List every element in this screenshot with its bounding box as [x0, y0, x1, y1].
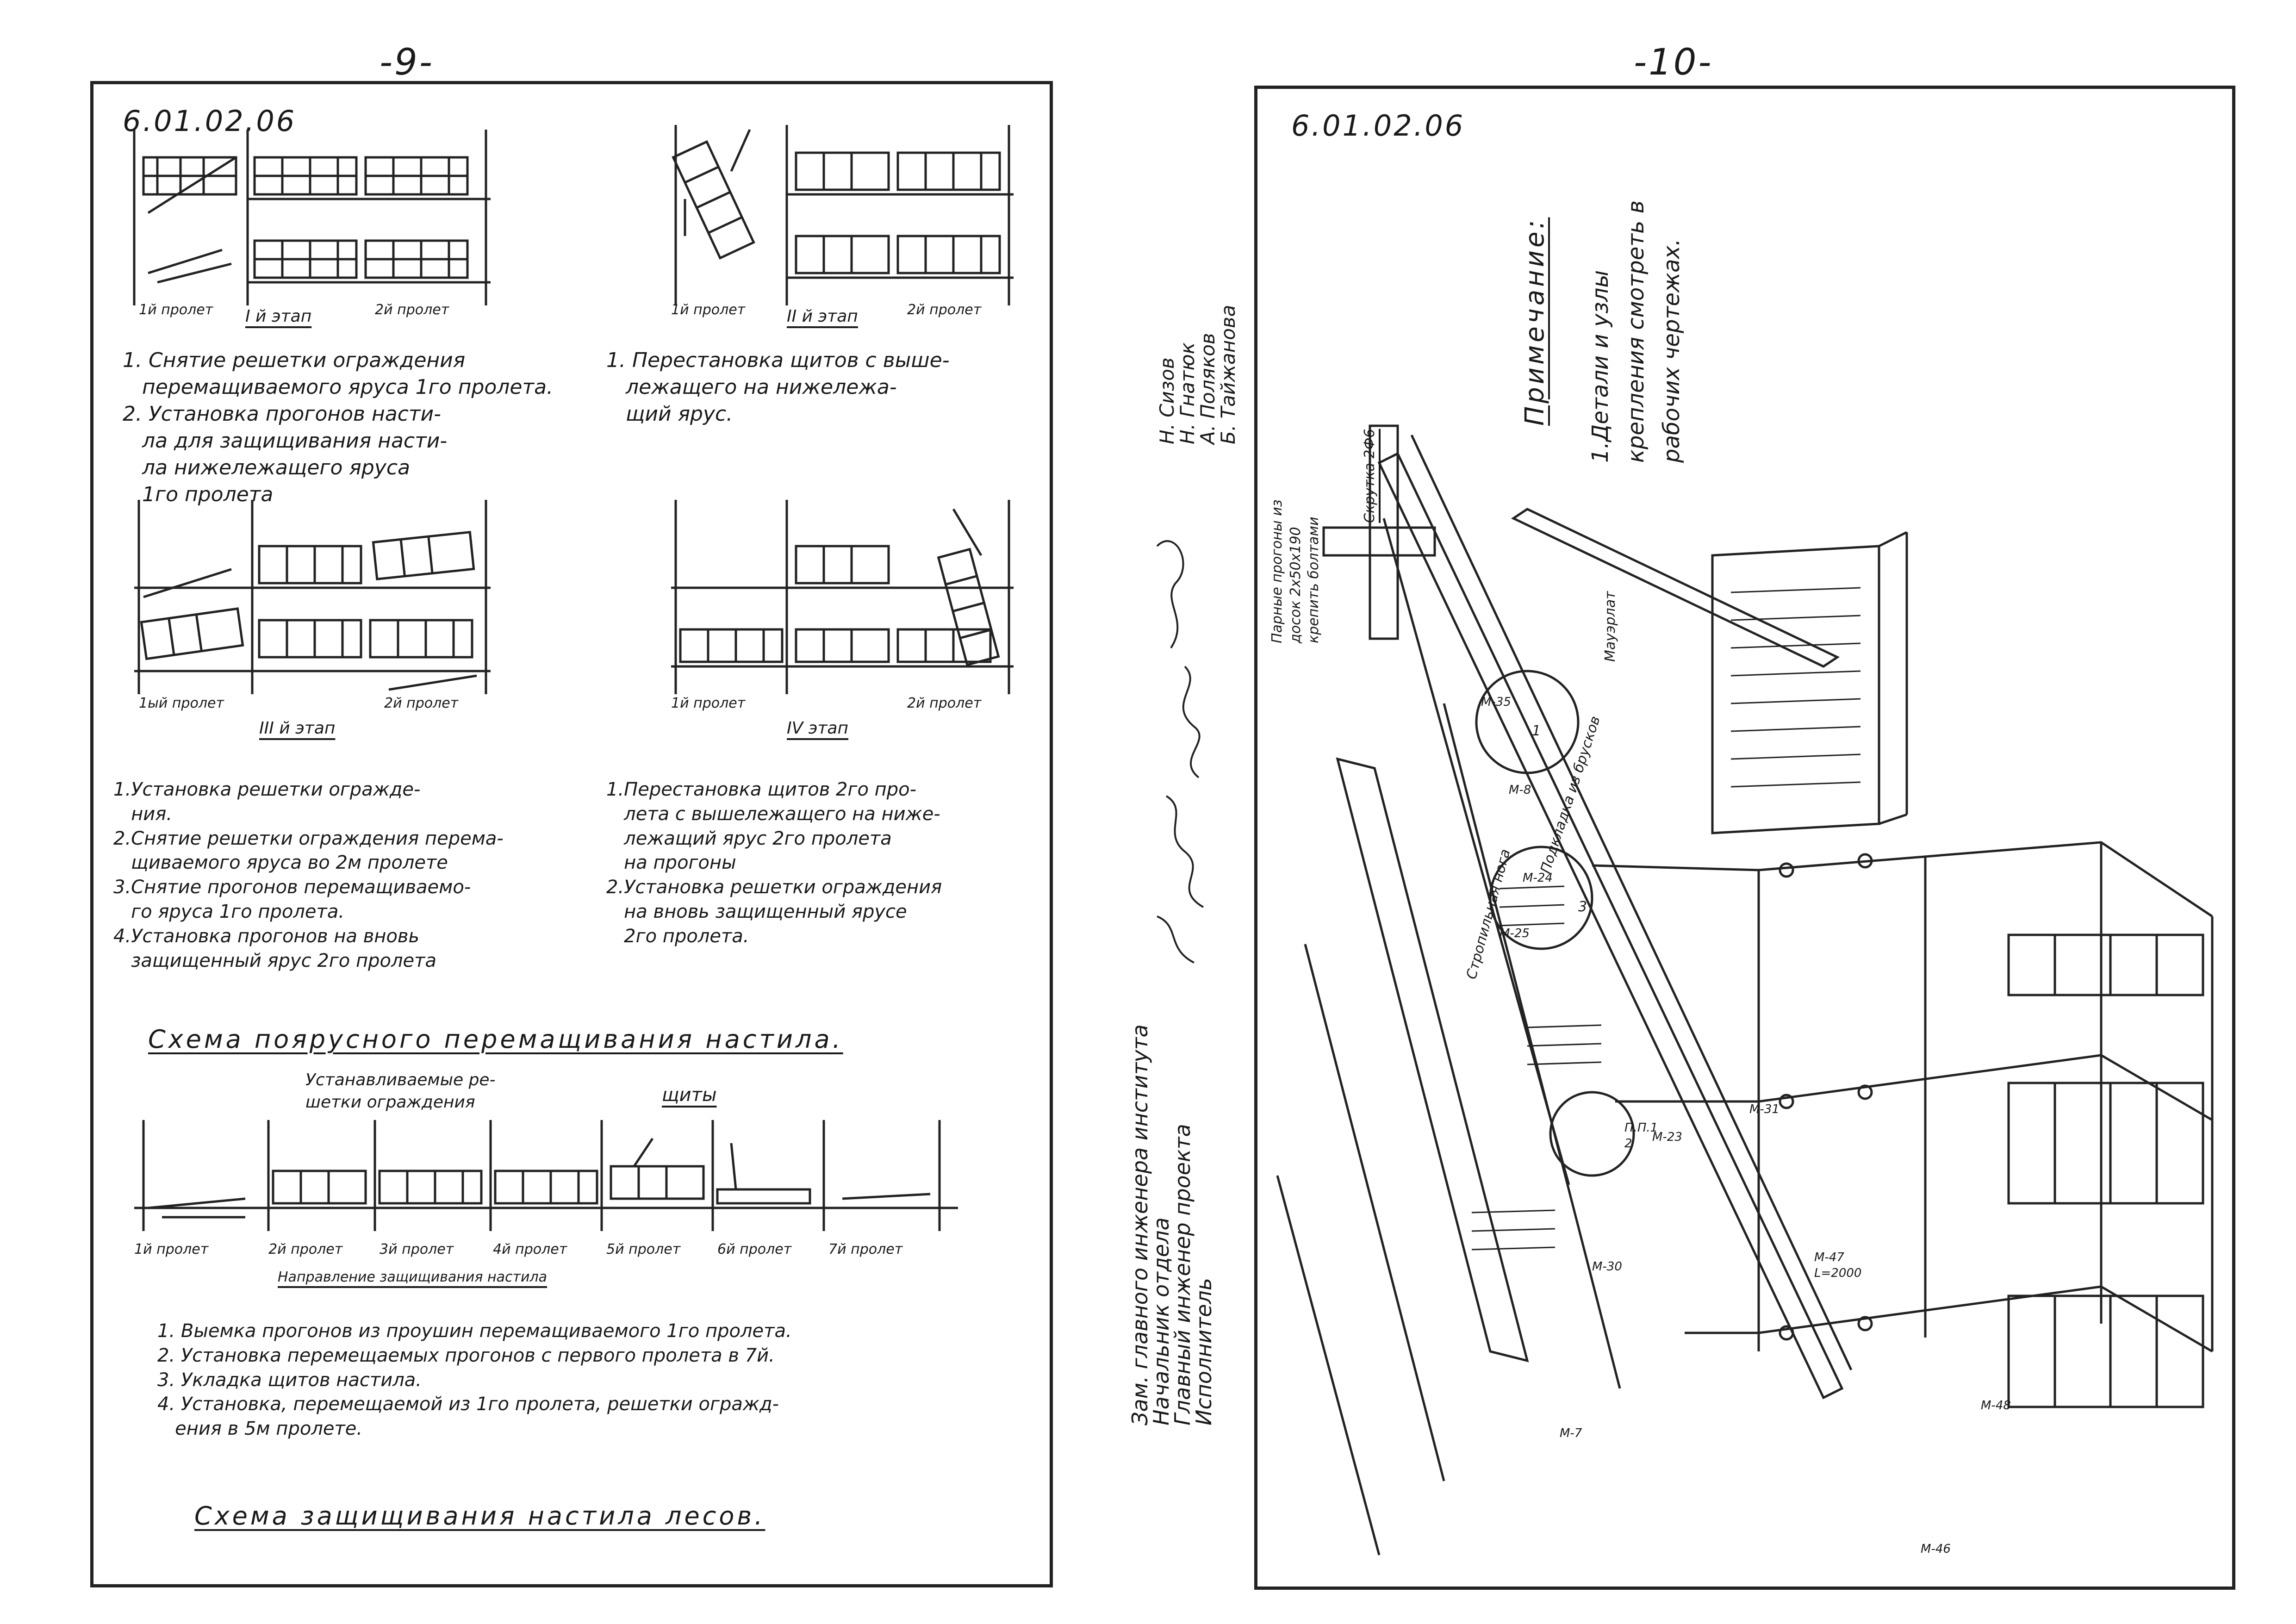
stage2-span1-label: 1й пролет — [671, 302, 746, 318]
scheme2-notes: 1. Выемка прогонов из проушин перемащива… — [157, 1320, 792, 1440]
stage3-span1-label: 1ый пролет — [139, 695, 224, 711]
label-m31: М-31 — [1749, 1102, 1780, 1116]
label-paired-purlins: Парные прогоны из досок 2х50х190 крепить… — [1269, 499, 1322, 643]
stage3-title: III й этап — [259, 719, 336, 738]
stage2-notes: 1. Перестановка щитов с выше- лежащего н… — [606, 348, 950, 426]
signatures-handwritten — [1156, 540, 1204, 964]
stage1-title: I й этап — [245, 307, 312, 326]
label-m25: М-25 — [1500, 927, 1530, 940]
left-page-number: -9- — [380, 42, 434, 83]
stage3-notes: 1.Установка решетки огражде- ния. 2.Снят… — [113, 779, 504, 971]
scheme-title-tier-remounting: Схема поярусного перемащивания настила. — [148, 1025, 843, 1054]
stage2-title: II й этап — [787, 307, 858, 326]
right-page-number: -10- — [1634, 42, 1713, 83]
scheme2-span-7: 7й пролет — [828, 1241, 903, 1257]
label-mauerlat: Мауэрлат — [1602, 591, 1618, 662]
scheme2-span-2: 2й пролет — [268, 1241, 343, 1257]
scheme2-span-1: 1й пролет — [134, 1241, 209, 1257]
label-m7: М-7 — [1560, 1426, 1582, 1440]
stage1-notes: 1. Снятие решетки ограждения перемащивае… — [123, 348, 554, 507]
scheme2-fences-label: Устанавливаемые ре- шетки ограждения — [305, 1070, 496, 1112]
scheme2-span-4: 4й пролет — [493, 1241, 567, 1257]
left-page-frame — [90, 81, 1053, 1587]
stage1-span1-label: 1й пролет — [139, 302, 213, 318]
stage4-notes: 1.Перестановка щитов 2го про- лета с выш… — [606, 779, 942, 947]
scheme2-span-6: 6й пролет — [717, 1241, 792, 1257]
stage2-drawing — [672, 125, 1014, 305]
signature-names: Н. Сизов Н. Гнатюк А. Поляков Б. Тайжано… — [1156, 305, 1240, 444]
label-m8: М-8 — [1509, 783, 1531, 797]
right-doc-code: 6.01.02.06 — [1291, 109, 1465, 143]
label-m23: М-23 — [1652, 1130, 1682, 1144]
stage1-drawing — [133, 130, 491, 305]
stage4-drawing — [671, 500, 1014, 694]
scheme2-span-3: 3й пролет — [380, 1241, 454, 1257]
label-m47: М-47 L=2000 — [1814, 1251, 1862, 1281]
label-m35: М-35 — [1481, 695, 1511, 709]
stage2-span2-label: 2й пролет — [907, 302, 982, 318]
stage1-span2-label: 2й пролет — [375, 302, 449, 318]
stage4-title: IV этап — [787, 719, 849, 738]
stage3-span2-label: 2й пролет — [384, 695, 459, 711]
scheme-title-decking: Схема защищивания настила лесов. — [194, 1501, 765, 1531]
label-m24: М-24 — [1523, 871, 1553, 885]
label-n1: 1 — [1532, 723, 1541, 739]
scheme2-direction: Направление защищивания настила — [278, 1269, 548, 1285]
right-page-frame — [1254, 86, 2235, 1590]
stage3-drawing — [134, 500, 491, 694]
scheme2-panels-label: щиты — [662, 1084, 717, 1106]
scheme2-span-labels: 1й пролет 2й пролет 3й пролет 4й пролет … — [134, 1240, 967, 1263]
label-m30: М-30 — [1592, 1260, 1622, 1274]
label-twist: Скрутка 2Ф6 — [1362, 429, 1378, 523]
signature-roles: Зам. главного инженера института Начальн… — [1127, 1024, 1216, 1425]
label-n3: 3 — [1578, 899, 1587, 915]
left-doc-code: 6.01.02.06 — [123, 104, 297, 138]
label-m46: М-46 — [1921, 1542, 1951, 1556]
stage4-span2-label: 2й пролет — [907, 695, 982, 711]
roof-node-drawing — [1276, 424, 2214, 1556]
scheme2-drawing — [134, 1120, 958, 1231]
scheme2-span-5: 5й пролет — [606, 1241, 681, 1257]
label-pp1: П.П.1 2 — [1624, 1121, 1658, 1151]
label-m48: М-48 — [1981, 1399, 2011, 1412]
stage4-span1-label: 1й пролет — [671, 695, 746, 711]
